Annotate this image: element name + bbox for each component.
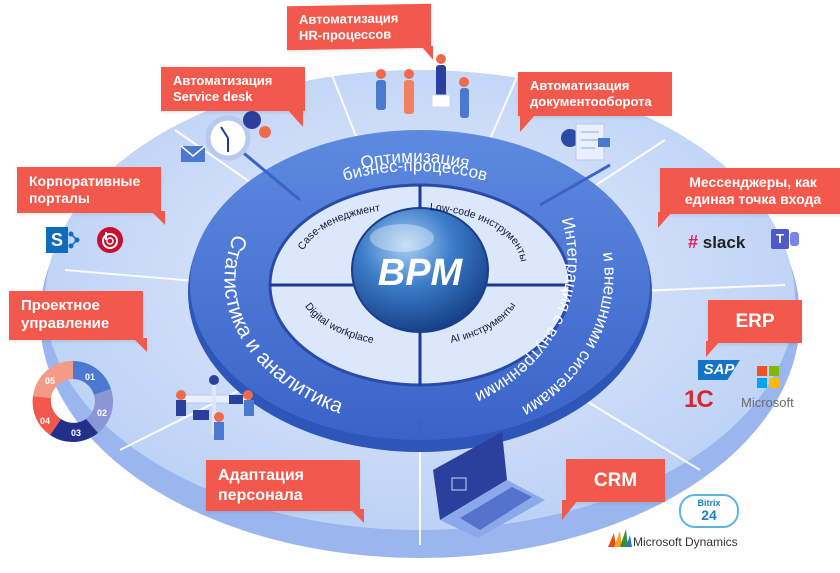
step-segment-05: [33, 360, 73, 398]
service-desk-illustration: [180, 111, 271, 162]
bitrix24-top: Bitrix: [697, 498, 721, 508]
step-label-02: 02: [97, 408, 107, 418]
office-illustration: [176, 375, 254, 440]
callout-tail: [421, 45, 433, 60]
bitrix-portal-logo: [97, 227, 123, 253]
microsoft-logo-squares: [757, 366, 779, 388]
teams-people-icon: [790, 232, 799, 246]
callout-erp: ERP: [706, 300, 802, 358]
callout-docs: Автоматизация документооборота: [518, 72, 672, 132]
sharepoint-share-icon: [68, 230, 80, 250]
slack-hash-icon: #: [688, 232, 699, 252]
callout-portals: Корпоративные порталы: [17, 167, 165, 226]
middle-ring-dividers: [239, 148, 611, 440]
callout-tail: [350, 509, 364, 524]
onec-wordmark: 1С: [684, 386, 714, 413]
callout-hr: Автоматизация HR-процессов: [287, 3, 433, 60]
callout-docs-line2: документооборота: [530, 93, 652, 109]
callout-service-desk-line1: Автоматизация: [173, 73, 273, 88]
ms-dynamics-wordmark: Microsoft Dynamics: [633, 535, 738, 549]
slack-wordmark: slack: [702, 233, 746, 252]
callout-projects-line2: управление: [21, 315, 110, 333]
callout-crm-label: CRM: [593, 470, 638, 491]
teams-letter: T: [776, 231, 784, 246]
hr-people-illustration: [376, 54, 469, 118]
center-label: BPM: [378, 252, 464, 294]
sharepoint-logo: S: [46, 227, 68, 253]
step-segment-01: [73, 361, 111, 395]
ms-dynamics-icon: [608, 527, 632, 547]
callout-portals-line1: Корпоративные: [29, 173, 141, 189]
callout-tail: [562, 500, 578, 521]
dome-highlight: [370, 224, 434, 252]
callout-tail: [133, 337, 147, 352]
bitrix24-number: 24: [701, 507, 717, 523]
docs-illustration: [561, 123, 610, 161]
callout-tail: [706, 341, 720, 358]
callout-hr-line2: HR-процессов: [299, 26, 392, 43]
bpm-dome: [351, 207, 489, 333]
slack-logo: # slack: [688, 232, 745, 253]
step-segment-04: [32, 396, 61, 435]
step-label-01: 01: [85, 372, 95, 382]
onec-logo: 1С: [684, 386, 714, 414]
callout-tail: [520, 113, 536, 132]
step-segment-03: [50, 419, 98, 443]
callout-onboarding-line2: персонала: [218, 486, 303, 504]
callout-erp-label: ERP: [735, 311, 775, 332]
step-segment-02: [86, 389, 114, 433]
callout-messengers: Мессенджеры, как единая точка входа: [658, 168, 840, 229]
callout-tail: [151, 211, 165, 226]
callout-crm: CRM: [562, 459, 665, 521]
sap-wordmark: SAP: [703, 361, 735, 378]
step-label-03: 03: [71, 428, 81, 438]
project-steps-cycle: 01 02 03 04 05: [32, 360, 114, 443]
callout-portals-line2: порталы: [29, 190, 90, 207]
microsoft-wordmark: Microsoft: [741, 395, 794, 410]
sharepoint-letter: S: [50, 230, 63, 250]
laptop-illustration: [433, 432, 545, 538]
callout-onboarding: Адаптация персонала: [206, 460, 364, 524]
sap-logo: SAP: [698, 360, 740, 380]
callout-service-desk-line2: Service desk: [173, 88, 253, 104]
bitrix24-logo: Bitrix 24: [679, 494, 739, 528]
callout-messengers-line1: Мессенджеры, как: [689, 174, 817, 190]
step-label-04: 04: [40, 416, 50, 426]
callout-tail: [658, 212, 672, 229]
callout-docs-line1: Автоматизация: [530, 78, 630, 93]
teams-logo: T: [771, 229, 789, 249]
callout-tail: [287, 108, 303, 127]
step-label-05: 05: [45, 376, 55, 386]
callout-service-desk: Автоматизация Service desk: [161, 67, 305, 127]
callout-projects: Проектное управление: [9, 291, 147, 352]
callout-messengers-line2: единая точка входа: [684, 191, 822, 208]
callout-onboarding-line1: Адаптация: [218, 467, 305, 484]
callout-projects-line1: Проектное: [21, 297, 100, 314]
